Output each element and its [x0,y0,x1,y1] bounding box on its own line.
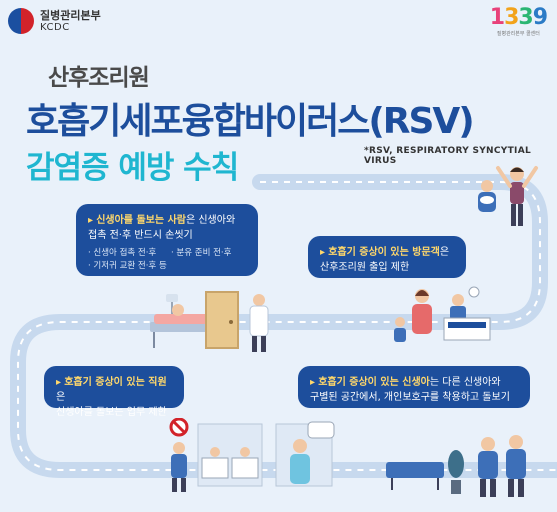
staff-card-line2: 신생아를 돌보는 업무 제한 [56,407,167,418]
staff-card: 호흡기 증상이 있는 직원은 신생아를 돌보는 업무 제한 [44,366,184,418]
restricted-staff-illustration [169,418,189,492]
caregiver-card-line2: 접촉 전·후 반드시 손씻기 [88,230,193,241]
cheering-person-illustration [496,166,538,226]
newborn-card-title: 호흡기 증상이 있는 신생아는 다른 신생아와 [310,375,518,390]
caregiver-card: 신생아를 돌보는 사람은 신생아와 접촉 전·후 반드시 손씻기 · 신생아 접… [76,204,258,276]
visitor-card-title: 호흡기 증상이 있는 방문객은 [320,245,454,260]
hospital-bed-illustration [150,294,220,348]
newborn-card: 호흡기 증상이 있는 신생아는 다른 신생아와 구별된 공간에서, 개인보호구를… [298,366,530,408]
reception-desk-illustration [394,286,491,342]
org-name-en: KCDC [40,21,70,33]
rsv-footnote: *RSV, RESPIRATORY SYNCYTIAL VIRUS [364,146,531,166]
waiting-chairs-illustration [386,462,444,490]
door-illustration [205,291,239,349]
caregiver-bullets: · 신생아 접촉 전·후 · 분유 준비 전·후 · 기저귀 교환 전·후 등 [88,247,246,273]
nurse-illustration [249,294,269,352]
plant-illustration [448,450,464,494]
staff-card-title: 호흡기 증상이 있는 직원은 [56,375,172,405]
nursery-illustration [197,421,335,487]
newborn-card-line2: 구별된 공간에서, 개인보호구를 착용하고 돌보기 [310,392,510,403]
visitor-card-line2: 산후조리원 출입 제한 [320,262,410,273]
hotline-logo: 1339 질병관리본부 콜센터 [489,5,548,38]
hotline-number: 1339 [489,5,548,30]
mother-holding-baby-illustration [478,180,496,212]
taegeuk-icon [8,8,34,34]
bullet-item: · 분유 준비 전·후 [171,248,232,258]
bullet-item: · 기저귀 교환 전·후 등 [88,261,167,271]
kcdc-logo: 질병관리본부 KCDC [8,8,101,34]
caregiver-card-title: 신생아를 돌보는 사람은 신생아와 [88,213,246,228]
org-name-ko: 질병관리본부 [40,8,101,22]
staff-pair-illustration [478,435,526,497]
title-line-3: 감염증 예방 수칙 [26,150,239,186]
visitor-card: 호흡기 증상이 있는 방문객은 산후조리원 출입 제한 [308,236,466,278]
title-line-2: 호흡기세포융합바이러스(RSV) [26,101,475,142]
hotline-caption: 질병관리본부 콜센터 [496,31,540,37]
title-line-1: 산후조리원 [48,65,150,91]
bullet-item: · 신생아 접촉 전·후 [88,248,157,258]
